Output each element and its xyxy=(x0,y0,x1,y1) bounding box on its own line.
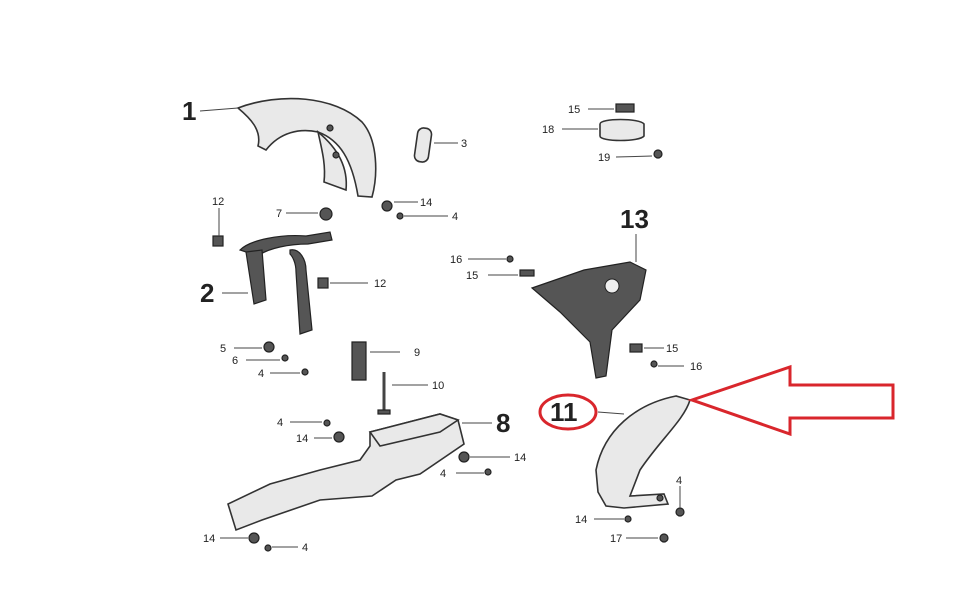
label-part-6: 6 xyxy=(232,355,238,367)
label-part-5: 5 xyxy=(220,343,226,355)
label-part-12-left: 12 xyxy=(212,196,224,208)
rubber-14-upper xyxy=(381,200,393,212)
label-part-15-left: 15 xyxy=(466,270,478,282)
label-part-14-upper: 14 xyxy=(420,197,432,209)
label-part-15-top: 15 xyxy=(568,104,580,116)
front-mudguard-drawing xyxy=(236,97,377,198)
rear-inner-mudguard-drawing xyxy=(227,413,465,532)
nut-clip-top xyxy=(615,103,635,113)
label-part-2: 2 xyxy=(200,278,214,308)
clamp-drawing xyxy=(599,118,645,142)
label-part-15-right: 15 xyxy=(666,343,678,355)
clip-12-right xyxy=(317,277,329,289)
label-part-4-bottom: 4 xyxy=(302,542,308,554)
reflector-drawing xyxy=(413,127,433,163)
grommet-7 xyxy=(319,207,333,221)
clip-12-left xyxy=(212,235,224,247)
label-part-16-right: 16 xyxy=(690,361,702,373)
clip-9-drawing xyxy=(351,341,367,381)
label-part-14-mid: 14 xyxy=(296,433,308,445)
label-part-12-right: 12 xyxy=(374,278,386,290)
label-part-17: 17 xyxy=(610,533,622,545)
label-part-8: 8 xyxy=(496,408,510,438)
label-part-9: 9 xyxy=(414,347,420,359)
label-part-13: 13 xyxy=(620,204,649,234)
label-part-4-right: 4 xyxy=(440,468,446,480)
label-part-18: 18 xyxy=(542,124,554,136)
label-part-19: 19 xyxy=(598,152,610,164)
label-part-7: 7 xyxy=(276,208,282,220)
label-part-14-hugger: 14 xyxy=(575,514,587,526)
highlight-circle xyxy=(538,393,598,431)
label-part-10: 10 xyxy=(432,380,444,392)
highlight-arrow xyxy=(687,364,895,437)
label-part-14-right: 14 xyxy=(514,452,526,464)
label-part-3: 3 xyxy=(461,138,467,150)
label-part-4-mid: 4 xyxy=(277,417,283,429)
label-part-11: 11 xyxy=(550,397,578,427)
label-part-4-hugger: 4 xyxy=(676,475,682,487)
leader-part-1 xyxy=(199,107,239,112)
label-part-16-left: 16 xyxy=(450,254,462,266)
screw-19 xyxy=(653,149,663,159)
rear-mudguard-bracket-drawing xyxy=(530,261,647,379)
rear-hugger-drawing xyxy=(595,395,691,509)
label-part-14-bottom: 14 xyxy=(203,533,215,545)
label-part-4-left: 4 xyxy=(258,368,264,380)
mudguard-bracket-drawing xyxy=(238,231,333,335)
label-part-4-upper: 4 xyxy=(452,211,458,223)
label-part-1: 1 xyxy=(182,96,196,126)
